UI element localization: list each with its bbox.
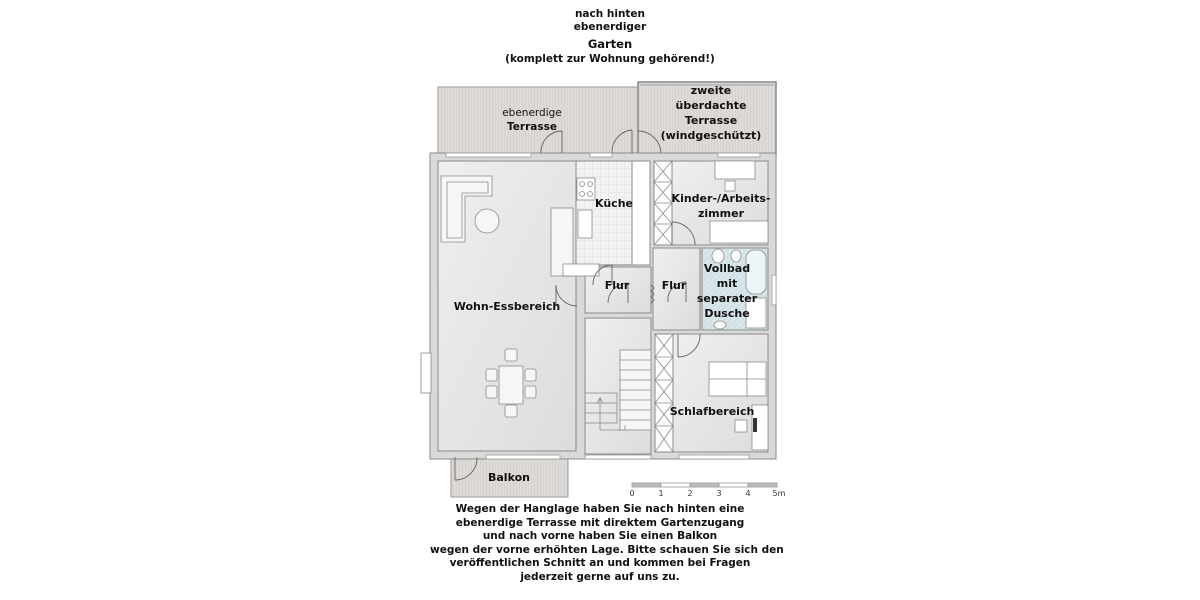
scale-tick-4: 4	[745, 489, 751, 498]
label-bedroom: Schlafbereich	[669, 405, 755, 418]
scale-tick-0: 0	[629, 489, 635, 498]
label-terrace-covered: zweite überdachte Terrasse (windgeschütz…	[660, 84, 762, 142]
label-terrace-ground: ebenerdige Terrasse	[502, 107, 562, 134]
terrace-covered	[637, 81, 777, 156]
label-balcony: Balkon	[488, 471, 530, 484]
scale-tick-2: 2	[687, 489, 693, 498]
scale-tick-5: 5m	[772, 489, 786, 498]
garden-note: nach hinten ebenerdiger Garten (komplett…	[500, 8, 720, 66]
footer-note: Wegen der Hanglage haben Sie nach hinten…	[430, 503, 784, 583]
garden-note-line1: nach hinten	[574, 8, 646, 20]
label-hall-1: Flur	[604, 279, 630, 292]
garden-note-line4: (komplett zur Wohnung gehörend!)	[505, 52, 715, 65]
garden-note-title: Garten	[587, 37, 633, 52]
hall-2	[652, 247, 701, 331]
garden-note-line2: ebenerdiger	[573, 21, 647, 34]
label-hall-2: Flur	[661, 279, 687, 292]
balcony	[450, 456, 569, 498]
label-kids-room: Kinder-/Arbeits- zimmer	[671, 192, 771, 220]
label-living-room: Wohn-Essbereich	[453, 300, 561, 313]
scale-bar	[631, 482, 778, 488]
label-kitchen: Küche	[595, 197, 633, 210]
scale-tick-3: 3	[716, 489, 722, 498]
scale-tick-1: 1	[658, 489, 664, 498]
label-bathroom: Vollbad mit separater Dusche	[696, 262, 758, 320]
